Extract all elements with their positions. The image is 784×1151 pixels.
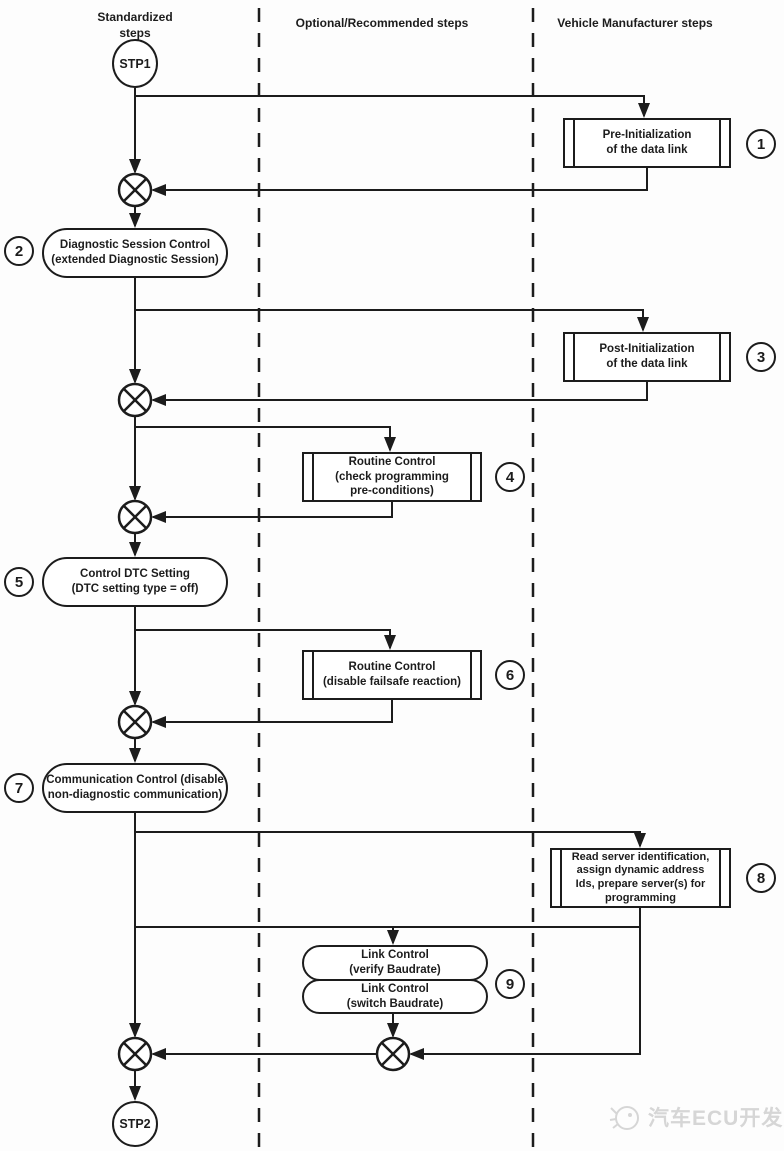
step-4-badge: 4: [495, 462, 525, 492]
step-5-box: Control DTC Setting (DTC setting type = …: [42, 557, 228, 607]
step-2-number: 2: [14, 242, 24, 260]
connector-to-step4: [135, 426, 396, 452]
column-separators: [257, 8, 535, 1151]
junction-3: [117, 499, 153, 535]
step-8-badge: 8: [746, 863, 776, 893]
watermark: 汽车ECU开发: [608, 1100, 783, 1134]
step-6-label: Routine Control (disable failsafe reacti…: [322, 661, 462, 688]
connector-step3-to-junction2: [151, 382, 648, 406]
watermark-label: 汽车ECU开发: [648, 1107, 784, 1130]
step-8-label: Read server identification, assign dynam…: [571, 850, 710, 904]
step-1-box: Pre-Initialization of the data link: [563, 118, 731, 168]
step-9-badge: 9: [495, 969, 525, 999]
step-8-box: Read server identification, assign dynam…: [550, 848, 731, 908]
junction-bottom-right: [375, 1036, 411, 1072]
step-9-label-verify: Link Control (verify Baudrate): [349, 949, 441, 976]
step-6-number: 6: [505, 666, 515, 684]
end-terminal: STP2: [112, 1101, 158, 1147]
step-6-box: Routine Control (disable failsafe reacti…: [302, 650, 482, 700]
step-9-number: 9: [505, 975, 515, 993]
step-4-number: 4: [505, 468, 515, 486]
step-6-badge: 6: [495, 660, 525, 690]
connectors: [129, 88, 650, 1101]
step-7-badge: 7: [4, 773, 34, 803]
connector-step6-to-junction4: [151, 700, 393, 728]
connector-to-step6: [135, 629, 396, 650]
step-3-badge: 3: [746, 342, 776, 372]
connector-step1-to-junction1: [151, 168, 648, 196]
step-7-box: Communication Control (disable non-diagn…: [42, 763, 228, 813]
junction-2: [117, 382, 153, 418]
start-terminal-label: STP1: [119, 56, 151, 71]
step-5-number: 5: [14, 573, 24, 591]
step-5-label: Control DTC Setting (DTC setting type = …: [71, 568, 199, 595]
column-header-standardized: Standardized steps: [97, 10, 173, 40]
step-3-box: Post-Initialization of the data link: [563, 332, 731, 382]
step-2-label: Diagnostic Session Control (extended Dia…: [51, 239, 219, 266]
junction-1: [117, 172, 153, 208]
step-3-number: 3: [756, 348, 766, 366]
column-header-manufacturer: Vehicle Manufacturer steps: [557, 16, 713, 30]
connector-to-step3: [135, 309, 649, 332]
step-2-box: Diagnostic Session Control (extended Dia…: [42, 228, 228, 278]
step-1-number: 1: [756, 135, 766, 153]
connector-to-step1: [135, 95, 650, 118]
column-header-optional: Optional/Recommended steps: [295, 16, 469, 30]
junction-4: [117, 704, 153, 740]
step-8-number: 8: [756, 869, 766, 887]
junctions: [117, 172, 411, 1072]
step-4-label: Routine Control (check programming pre-c…: [335, 455, 449, 498]
watermark-logo-icon: [609, 1106, 639, 1130]
end-terminal-label: STP2: [119, 1117, 151, 1131]
start-terminal: STP1: [112, 39, 158, 88]
step-3-label: Post-Initialization of the data link: [599, 343, 695, 370]
step-9-box-switch: Link Control (switch Baudrate): [302, 979, 488, 1014]
connector-to-step8: [135, 831, 646, 848]
step-5-badge: 5: [4, 567, 34, 597]
connector-step8-to-junction-right: [409, 908, 641, 1060]
step-1-label: Pre-Initialization of the data link: [602, 129, 692, 156]
step-4-box: Routine Control (check programming pre-c…: [302, 452, 482, 502]
step-9-box-verify: Link Control (verify Baudrate): [302, 945, 488, 981]
step-2-badge: 2: [4, 236, 34, 266]
step-7-number: 7: [14, 779, 24, 797]
step-1-badge: 1: [746, 129, 776, 159]
step-7-label: Communication Control (disable non-diagn…: [46, 774, 224, 801]
junction-bottom-left: [117, 1036, 153, 1072]
connector-step4-to-junction3: [151, 502, 393, 523]
step-9-label-switch: Link Control (switch Baudrate): [346, 982, 444, 1010]
